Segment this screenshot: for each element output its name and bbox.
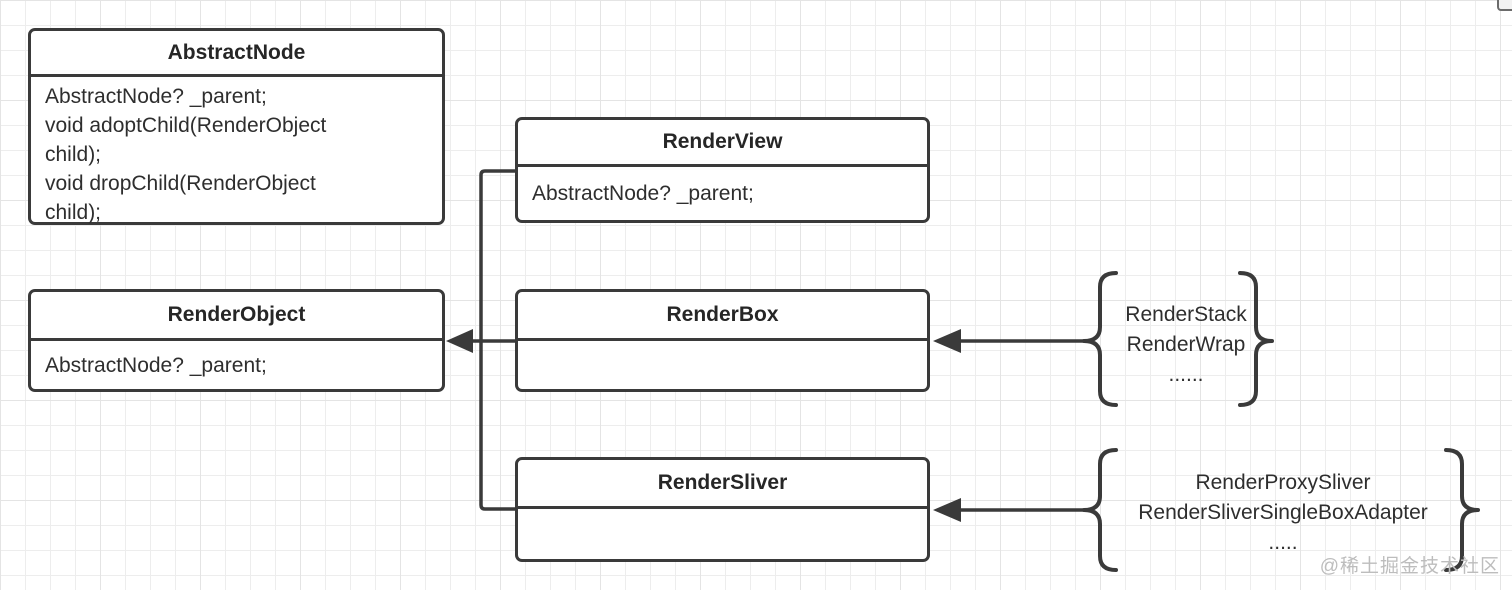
class-box-rendersliver: RenderSliver xyxy=(515,457,930,562)
class-member: AbstractNode? _parent; xyxy=(532,182,754,205)
arrowhead-to-renderbox xyxy=(933,329,961,353)
class-member: AbstractNode? _parent; xyxy=(45,85,267,108)
class-members-renderbox xyxy=(518,341,927,389)
class-member: void dropChild(RenderObject xyxy=(45,172,316,195)
class-title-renderobject: RenderObject xyxy=(31,292,442,341)
class-box-renderobject: RenderObject AbstractNode? _parent; xyxy=(28,289,445,392)
subclass-item-ellipsis: ..... xyxy=(1268,531,1298,554)
subclass-item: RenderWrap xyxy=(1126,333,1246,356)
class-box-renderbox: RenderBox xyxy=(515,289,930,392)
class-box-abstractnode: AbstractNode AbstractNode? _parent; void… xyxy=(28,28,445,225)
class-title-renderbox: RenderBox xyxy=(518,292,927,341)
watermark: @稀土掘金技术社区 xyxy=(1319,556,1500,577)
class-members-renderobject: AbstractNode? _parent; xyxy=(31,341,442,389)
class-members-renderview: AbstractNode? _parent; xyxy=(518,167,927,220)
class-title-abstractnode: AbstractNode xyxy=(31,31,442,77)
class-member: void adoptChild(RenderObject xyxy=(45,114,327,137)
subclass-item: RenderStack xyxy=(1125,303,1247,326)
arrowhead-to-rendersliver xyxy=(933,498,961,522)
class-title-renderview: RenderView xyxy=(518,120,927,167)
class-member: child); xyxy=(45,143,102,166)
subclass-item: RenderProxySliver xyxy=(1195,471,1371,494)
inheritance-trunk-line xyxy=(479,169,517,511)
subclass-group-rendersliver: RenderProxySliver RenderSliverSingleBoxA… xyxy=(1112,468,1454,558)
subclass-item-ellipsis: ...... xyxy=(1168,363,1204,386)
class-member: AbstractNode? _parent; xyxy=(45,353,267,377)
arrowhead-to-renderobject xyxy=(446,329,473,353)
subclass-item: RenderSliverSingleBoxAdapter xyxy=(1138,501,1428,524)
class-title-rendersliver: RenderSliver xyxy=(518,460,927,509)
subclass-group-renderbox: RenderStack RenderWrap ...... xyxy=(1104,300,1268,390)
class-members-rendersliver xyxy=(518,509,927,559)
class-member: child); xyxy=(45,201,102,224)
class-members-abstractnode: AbstractNode? _parent; void adoptChild(R… xyxy=(31,77,442,232)
corner-artifact xyxy=(1497,0,1512,11)
class-box-renderview: RenderView AbstractNode? _parent; xyxy=(515,117,930,223)
